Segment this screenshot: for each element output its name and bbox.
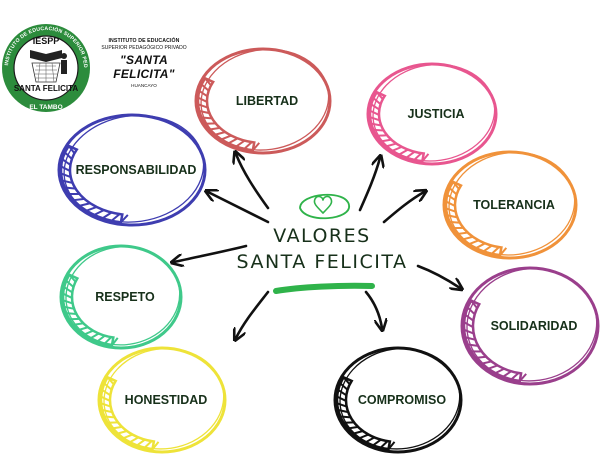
arrow-honestidad [236, 290, 270, 338]
arrow-justicia [358, 158, 380, 212]
value-hatch-lines-tolerancia [445, 181, 508, 257]
value-hatch-solidaridad [462, 298, 523, 383]
value-label-justicia: JUSTICIA [408, 107, 465, 121]
caption-line2: SUPERIOR PEDAGÓGICO PRIVADO [101, 45, 187, 51]
arrow-responsabilidad [208, 192, 270, 224]
value-label-solidaridad: SOLIDARIDAD [491, 319, 578, 333]
value-circle-inner-respeto [65, 245, 181, 346]
value-circle-honestidad [97, 346, 227, 454]
value-label-libertad: LIBERTAD [236, 94, 298, 108]
value-hatch-lines-responsabilidad [60, 145, 129, 224]
value-node-solidaridad: SOLIDARIDAD [460, 266, 600, 386]
value-circle-inner-justicia [372, 63, 496, 162]
value-label-respeto: RESPETO [95, 290, 155, 304]
arrow-solidaridad [416, 264, 460, 288]
arrow-libertad [236, 154, 270, 210]
title-underline [273, 282, 375, 294]
value-hatch-lines-justicia [369, 91, 430, 163]
institute-caption: INSTITUTO DE EDUCACIÓN SUPERIOR PEDAGÓGI… [88, 38, 200, 88]
logo-acronym: IESPP [33, 36, 60, 46]
caption-line1: INSTITUTO DE EDUCACIÓN [108, 38, 180, 44]
caption-city: HUANCAYO [131, 83, 157, 88]
value-circle-respeto [59, 244, 183, 350]
value-node-respeto: RESPETO [59, 244, 183, 350]
arrow-compromiso [364, 290, 382, 328]
center-title-line2: SANTA FELICITA [237, 251, 408, 273]
value-node-responsabilidad: RESPONSABILIDAD [57, 113, 207, 227]
value-node-compromiso: COMPROMISO [333, 346, 463, 454]
value-label-honestidad: HONESTIDAD [125, 393, 208, 407]
value-hatch-lines-honestidad [100, 376, 160, 451]
logo-city-ring: EL TAMBO [29, 104, 62, 111]
value-hatch-lines-solidaridad [463, 299, 527, 382]
heart-icon [313, 195, 333, 214]
value-node-tolerancia: TOLERANCIA [442, 150, 578, 260]
caption-name: "SANTA FELICITA" [113, 53, 175, 81]
value-circle-inner-responsabilidad [63, 114, 205, 223]
arrow-respeto [174, 244, 248, 262]
value-label-tolerancia: TOLERANCIA [473, 198, 555, 212]
value-hatch-compromiso [335, 375, 392, 451]
value-hatch-respeto [61, 273, 115, 347]
center-title-line1: VALORES [273, 225, 370, 247]
value-circle-justicia [366, 62, 498, 166]
value-node-honestidad: HONESTIDAD [97, 346, 227, 454]
value-label-responsabilidad: RESPONSABILIDAD [76, 163, 197, 177]
value-node-libertad: LIBERTAD [194, 47, 332, 155]
value-node-justicia: JUSTICIA [366, 62, 498, 166]
heart-badge [299, 193, 350, 220]
arrow-tolerancia [382, 192, 424, 224]
value-circle-inner-solidaridad [466, 267, 598, 382]
value-label-compromiso: COMPROMISO [358, 393, 446, 407]
value-circle-compromiso [333, 346, 463, 454]
value-hatch-lines-compromiso [336, 376, 396, 451]
value-circle-inner-tolerancia [448, 151, 576, 256]
value-circle-inner-libertad [200, 48, 330, 151]
value-circle-inner-compromiso [339, 347, 461, 450]
value-hatch-lines-libertad [197, 77, 261, 152]
value-hatch-tolerancia [444, 180, 503, 257]
institute-logo: INSTITUTO DE EDUCACIÓN SUPERIOR PEDAGÓGI… [0, 0, 90, 112]
value-circle-inner-honestidad [103, 347, 225, 450]
value-hatch-lines-respeto [62, 274, 119, 347]
logo-emblem-icon [30, 50, 67, 83]
arrows [174, 154, 460, 338]
value-hatch-honestidad [99, 375, 156, 451]
logo-name: SANTA FELICITA [14, 84, 79, 93]
center-title: VALORES SANTA FELICITA [237, 193, 408, 294]
value-nodes: LIBERTAD JUSTICIA RESPONSABILIDAD TOLERANCI… [57, 47, 600, 454]
